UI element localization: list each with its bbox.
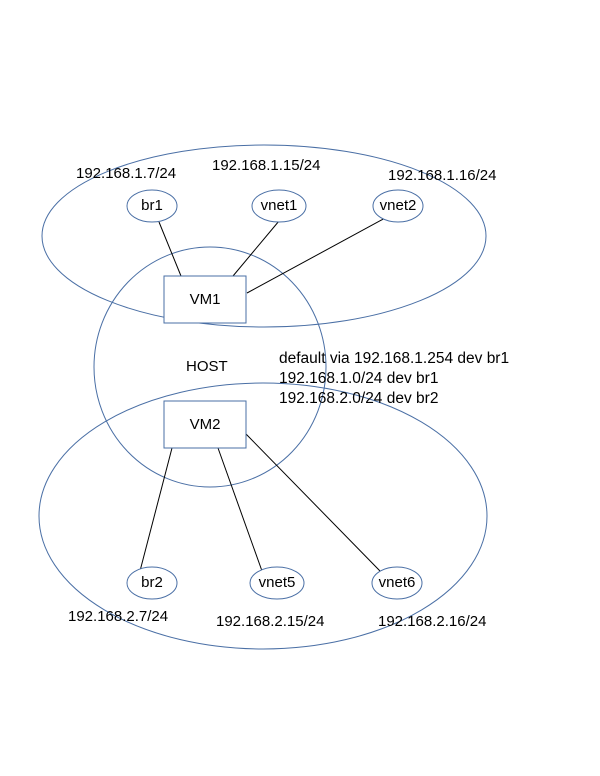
iface-name-vnet5: vnet5 — [258, 574, 296, 591]
route-line-3: 192.168.2.0/24 dev br2 — [279, 390, 439, 407]
iface-name-br2: br2 — [141, 574, 163, 591]
link-vm2-vnet6 — [245, 433, 381, 572]
link-vm1-br1 — [158, 221, 182, 277]
iface-br2-ellipse — [126, 566, 178, 600]
link-vm2-vnet5 — [217, 447, 263, 572]
network-2-ellipse — [38, 382, 488, 650]
iface-vnet2-ellipse — [372, 189, 424, 223]
iface-br1-ellipse — [126, 189, 178, 223]
link-vm2-br2 — [139, 447, 173, 572]
iface-name-br1: br1 — [141, 197, 163, 214]
host-ellipse — [93, 246, 327, 488]
vm2-box — [163, 400, 247, 449]
iface-name-vnet6: vnet6 — [378, 574, 416, 591]
ip-label-vnet6: 192.168.2.16/24 — [378, 613, 487, 630]
host-label: HOST — [186, 358, 228, 375]
ip-label-vnet5: 192.168.2.15/24 — [216, 613, 325, 630]
vm1-box — [163, 275, 247, 324]
iface-vnet6-ellipse — [371, 566, 423, 600]
iface-name-vnet2: vnet2 — [379, 197, 417, 214]
iface-vnet1-ellipse — [251, 189, 307, 223]
link-vm1-vnet2 — [246, 216, 388, 294]
ip-label-br1: 192.168.1.7/24 — [76, 165, 177, 182]
link-vm1-vnet1 — [232, 220, 280, 277]
route-line-1: default via 192.168.1.254 dev br1 — [279, 350, 510, 367]
ip-label-vnet2: 192.168.1.16/24 — [388, 167, 497, 184]
route-line-2: 192.168.1.0/24 dev br1 — [279, 370, 439, 387]
vm1-label: VM1 — [189, 291, 221, 308]
ip-label-vnet1: 192.168.1.15/24 — [212, 157, 321, 174]
iface-name-vnet1: vnet1 — [260, 197, 298, 214]
network-1-ellipse — [41, 144, 487, 328]
iface-vnet5-ellipse — [249, 566, 305, 600]
vm2-label: VM2 — [189, 416, 221, 433]
ip-label-br2: 192.168.2.7/24 — [68, 608, 169, 625]
